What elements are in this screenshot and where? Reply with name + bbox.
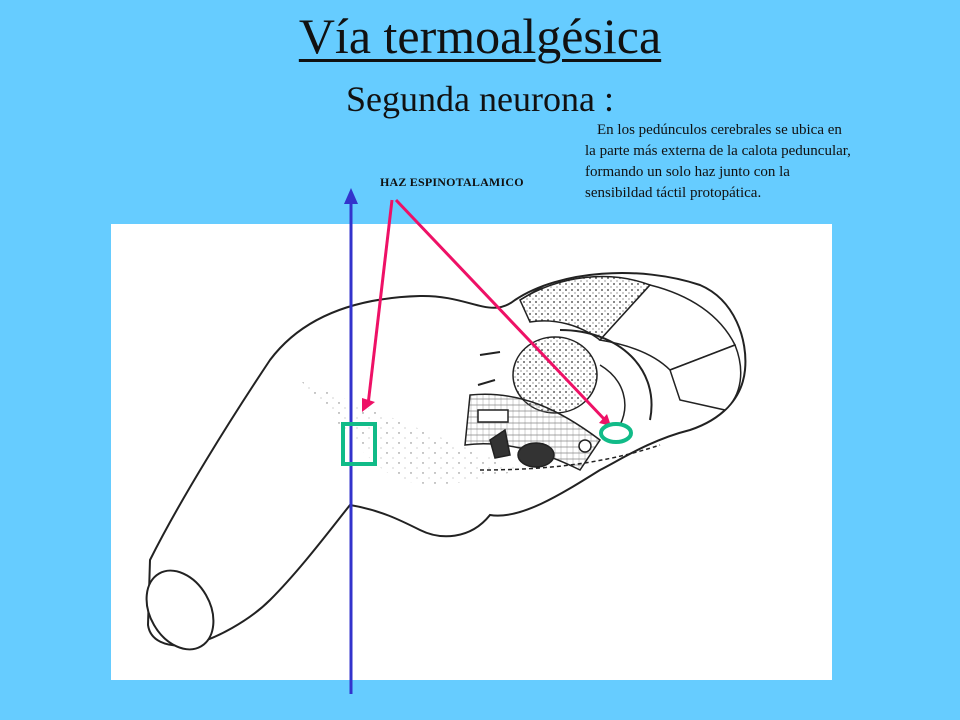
description-line: la parte más externa de la calota pedunc… — [585, 143, 851, 159]
page-title: Vía termoalgésica — [298, 8, 662, 64]
tract-label: HAZ ESPINOTALAMICO — [380, 175, 524, 189]
description-line: En los pedúnculos cerebrales se ubica en — [597, 122, 842, 138]
tract-pointers — [362, 198, 611, 426]
description-line: sensibildad táctil protopática. — [585, 185, 762, 201]
tract-marker-square — [341, 422, 377, 466]
tegmentum-regions — [300, 275, 742, 485]
page-subtitle: Segunda neurona : — [346, 79, 614, 119]
description-text: En los pedúnculos cerebrales se ubica en… — [585, 120, 955, 204]
section-line-arrow-icon — [344, 188, 358, 204]
description-line: formando un solo haz junto con la — [585, 164, 790, 180]
tract-marker-ring — [599, 422, 633, 444]
